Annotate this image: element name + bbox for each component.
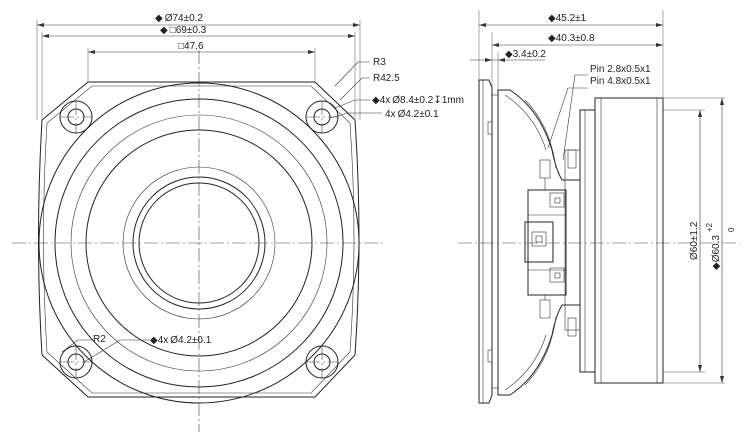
magnet-body bbox=[594, 97, 664, 384]
dim-outer-diameter-line bbox=[37, 23, 360, 27]
side-view: ◆45.2±1 ◆40.3±0.8 ◆3.4±0.2 Pin 2.8x0.5x1… bbox=[458, 10, 740, 404]
frame-inner-outline bbox=[43, 85, 355, 394]
dim-magnet-diameter-label: ◆Ø60.3 bbox=[711, 235, 722, 270]
dim-outer-diameter-label: ◆ Ø74±0.2 bbox=[155, 13, 203, 24]
dim-hole-spacing-line bbox=[88, 50, 315, 54]
dim-flange-thickness-line bbox=[470, 58, 545, 62]
dim-overall-depth-label: ◆45.2±1 bbox=[548, 13, 587, 24]
dim-overall-depth-line bbox=[479, 23, 663, 27]
dim-magnet-tol-lower: 0 bbox=[727, 227, 736, 232]
magnet-top-plate bbox=[579, 109, 596, 373]
pin-large-label: Pin 2.8x0.5x1 bbox=[590, 64, 651, 75]
dim-magnet-diameter-line bbox=[720, 98, 724, 383]
basket-outline bbox=[497, 89, 581, 396]
dim-body-depth-line bbox=[492, 43, 663, 47]
dim-hole-spacing-label: □47.6 bbox=[178, 41, 204, 52]
dim-magnet-tol-upper: +2 bbox=[705, 222, 714, 232]
frame-outline bbox=[38, 81, 360, 398]
dim-corner-radius-2-label: R2 bbox=[93, 334, 106, 345]
pin-small-label: Pin 4.8x0.5x1 bbox=[590, 76, 651, 87]
flange-plate bbox=[478, 79, 493, 404]
terminal-board bbox=[527, 189, 567, 296]
dim-square-line bbox=[42, 34, 355, 38]
dim-body-diameter-label: Ø60±1.2 bbox=[689, 221, 700, 260]
dim-corner-radius-label: R3 bbox=[373, 57, 386, 68]
dim-flange-thickness-label: ◆3.4±0.2 bbox=[505, 49, 546, 60]
dim-mount-holes-label: 4x Ø4.2±0.1 bbox=[385, 109, 439, 120]
dim-mount-holes-2-label: ◆4x Ø4.2±0.1 bbox=[150, 335, 212, 346]
dim-body-depth-label: ◆40.3±0.8 bbox=[548, 33, 595, 44]
front-view: ◆ Ø74±0.2 ◆ □69±0.3 □47.6 R3 R42.5 ◆4x Ø… bbox=[12, 13, 464, 432]
dim-radius-large-label: R42.5 bbox=[373, 73, 400, 84]
dim-body-diameter-line bbox=[698, 110, 702, 372]
dim-square-label: ◆ □69±0.3 bbox=[160, 25, 207, 36]
dim-counterbore-label: ◆4x Ø8.4±0.2↧1mm bbox=[372, 95, 464, 106]
